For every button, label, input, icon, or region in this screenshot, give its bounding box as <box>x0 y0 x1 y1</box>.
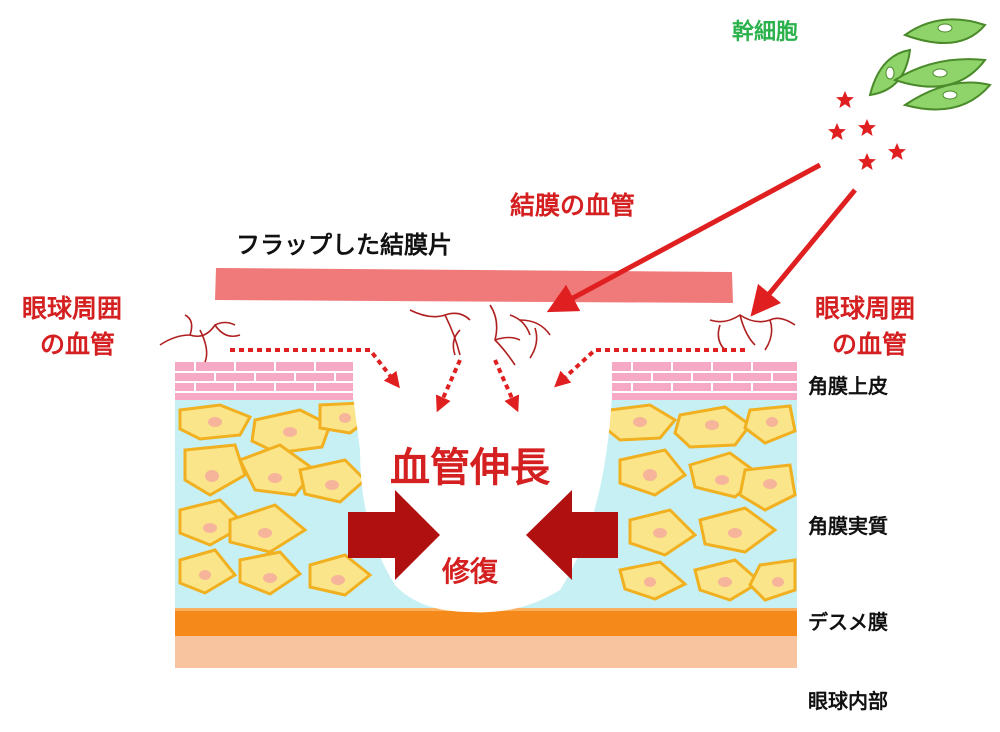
eye-interior-layer <box>175 630 797 668</box>
nuclei-right <box>633 417 784 587</box>
red-arrow-icon <box>546 162 857 317</box>
periocular-vessel-right <box>709 314 796 351</box>
label-flap-conjunctiva: フラップした結膜片 <box>236 231 452 259</box>
label-angiogenesis: 血管伸長 <box>390 445 550 491</box>
label-descemet-membrane: デスメ膜 <box>808 610 888 634</box>
label-conjunctival-vessel: 結膜の血管 <box>510 191 636 220</box>
epithelium-left <box>175 362 353 400</box>
periocular-vessel-left <box>159 314 241 363</box>
stem-cell-icon <box>868 18 992 111</box>
label-periocular-right-1: 眼球周囲 <box>815 294 916 323</box>
dotted-arrow-icon <box>230 348 745 413</box>
label-periocular-left-2: の血管 <box>40 330 116 359</box>
label-corneal-epithelium: 角膜上皮 <box>808 374 888 398</box>
conjunctival-flap <box>215 268 733 303</box>
big-arrow-left <box>348 490 440 580</box>
label-corneal-stroma: 角膜実質 <box>808 514 888 538</box>
big-arrow-right <box>526 490 618 580</box>
label-repair: 修復 <box>442 555 499 588</box>
label-periocular-right-2: の血管 <box>832 330 908 359</box>
label-eye-interior: 眼球内部 <box>808 689 888 713</box>
nuclei-left <box>199 413 351 585</box>
label-periocular-left-1: 眼球周囲 <box>22 294 123 323</box>
epithelium-right <box>612 362 797 400</box>
star-icon <box>828 91 906 170</box>
blood-vessel-icon <box>409 304 551 366</box>
label-stem-cell: 幹細胞 <box>732 20 799 45</box>
